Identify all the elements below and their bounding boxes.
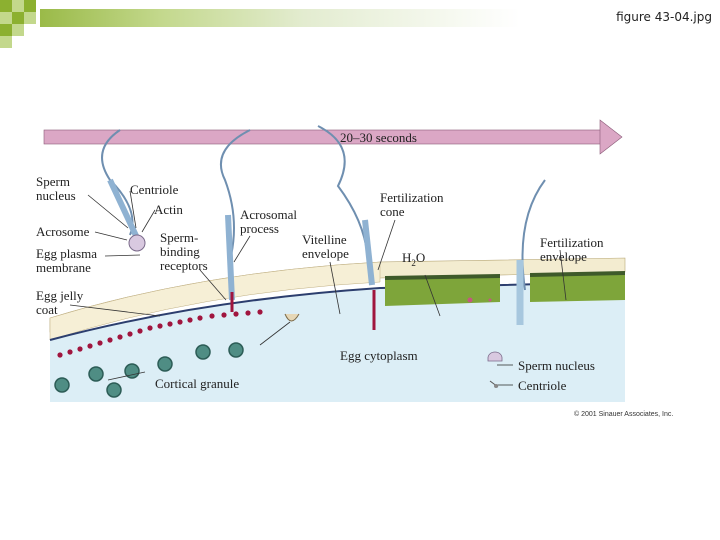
label-acrosomal-process: Acrosomal process: [240, 207, 297, 236]
timeline-label: 20–30 seconds: [340, 130, 417, 145]
leader-lines: [69, 190, 567, 386]
centriole-icon: [489, 380, 499, 388]
legend: Sperm nucleus Centriole: [487, 351, 595, 393]
svg-text:binding: binding: [160, 244, 200, 259]
header-gradient-bar: [40, 9, 520, 27]
label-centriole: Centriole: [130, 182, 179, 197]
svg-text:Acrosomal: Acrosomal: [240, 207, 297, 222]
svg-text:envelope: envelope: [302, 246, 349, 261]
label-water: H2O: [402, 250, 425, 268]
sperm-3: [317, 125, 376, 330]
label-egg-jelly-coat: Egg jelly coat: [36, 288, 84, 317]
label-fertilization-envelope: Fertilization envelope: [540, 235, 604, 264]
legend-centriole: Centriole: [518, 378, 567, 393]
svg-text:receptors: receptors: [160, 258, 208, 273]
svg-text:Sperm-: Sperm-: [160, 230, 198, 245]
sperm-nucleus-icon: [487, 351, 503, 362]
copyright-text: © 2001 Sinauer Associates, Inc.: [574, 410, 673, 418]
sperm-4: [516, 179, 546, 325]
label-sperm-nucleus: Sperm nucleus: [36, 174, 76, 203]
timeline-arrow: 20–30 seconds: [43, 119, 623, 155]
svg-text:envelope: envelope: [540, 249, 587, 264]
label-sperm-binding-receptors: Sperm- binding receptors: [160, 230, 208, 273]
svg-text:nucleus: nucleus: [36, 188, 76, 203]
sperm-2: [220, 129, 251, 312]
svg-text:Egg jelly: Egg jelly: [36, 288, 84, 303]
svg-text:coat: coat: [36, 302, 58, 317]
svg-text:Fertilization: Fertilization: [380, 190, 444, 205]
label-egg-cytoplasm: Egg cytoplasm: [340, 348, 418, 363]
sperm-1: [101, 129, 146, 252]
svg-text:membrane: membrane: [36, 260, 91, 275]
label-actin: Actin: [154, 202, 183, 217]
label-cortical-granule: Cortical granule: [155, 376, 239, 391]
egg-cross-section: [49, 257, 626, 402]
label-acrosome: Acrosome: [36, 224, 90, 239]
label-egg-plasma-membrane: Egg plasma membrane: [36, 246, 97, 275]
svg-text:Egg plasma: Egg plasma: [36, 246, 97, 261]
svg-text:cone: cone: [380, 204, 405, 219]
slide-title: figure 43-04.jpg: [616, 10, 712, 24]
svg-text:Sperm: Sperm: [36, 174, 70, 189]
svg-text:Fertilization: Fertilization: [540, 235, 604, 250]
label-fertilization-cone: Fertilization cone: [380, 190, 444, 219]
label-vitelline-envelope: Vitelline envelope: [302, 232, 349, 261]
svg-text:Vitelline: Vitelline: [302, 232, 347, 247]
legend-sperm-nucleus: Sperm nucleus: [518, 358, 595, 373]
svg-text:process: process: [240, 221, 279, 236]
